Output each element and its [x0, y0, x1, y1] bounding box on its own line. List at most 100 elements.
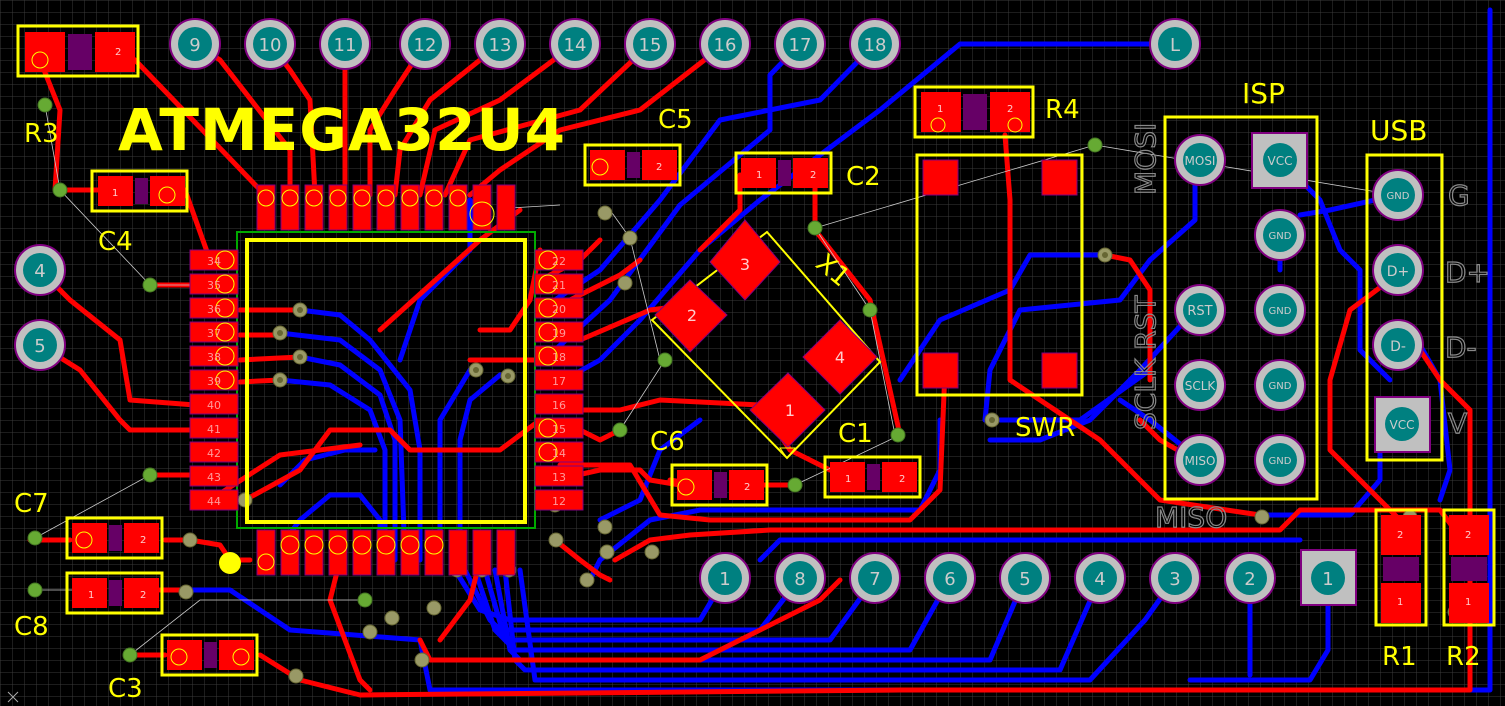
header-pin[interactable]: 18 — [849, 18, 901, 70]
pad-number: 1 — [1397, 597, 1403, 608]
capacitor-c1[interactable]: 1 2 — [823, 455, 922, 499]
label-r3: R3 — [24, 119, 59, 149]
capacitor-c4[interactable]: 1 — [90, 169, 189, 213]
pin-label: 16 — [714, 35, 737, 56]
header-pin[interactable]: 5 — [999, 552, 1051, 604]
resistor-r3[interactable]: 2 — [16, 24, 140, 78]
ic-pin-number: 41 — [207, 423, 221, 436]
header-pin[interactable]: 9 — [169, 18, 221, 70]
pad-number: 2 — [115, 47, 121, 58]
header-top: 9 10 11 12 13 14 15 16 17 18 L — [169, 18, 1201, 70]
pin-label: 17 — [789, 35, 812, 56]
label-r2: R2 — [1446, 642, 1481, 672]
header-pin-square[interactable]: 1 — [1300, 549, 1357, 606]
silk-miso: MISO — [1155, 501, 1227, 534]
header-pin[interactable]: 4 — [1074, 552, 1126, 604]
ic-pin-number: 44 — [207, 495, 221, 508]
pin-label: 5 — [34, 336, 45, 357]
header-pin[interactable]: 13 — [474, 18, 526, 70]
label-c2: C2 — [846, 162, 881, 192]
usb-pad-vcc[interactable]: VCC — [1374, 396, 1431, 453]
capacitor-c7[interactable]: 2 — [65, 516, 164, 560]
pad-number: 1 — [845, 474, 851, 485]
header-pin[interactable]: 2 — [1224, 552, 1276, 604]
header-pin[interactable]: 12 — [399, 18, 451, 70]
ic-pin-number: 13 — [552, 471, 566, 484]
board-title: ATMEGA32U4 — [118, 96, 566, 164]
resistor-r4[interactable]: 1 2 — [913, 85, 1035, 139]
header-pin[interactable]: 11 — [319, 18, 371, 70]
isp-pad-sclk[interactable]: SCLK — [1174, 359, 1226, 411]
isp-pad-miso[interactable]: MISO — [1174, 434, 1226, 486]
isp-pad-vcc[interactable]: VCC — [1251, 132, 1308, 189]
isp-pad-label: GND — [1269, 456, 1292, 467]
header-pin[interactable]: 14 — [549, 18, 601, 70]
capacitor-c5[interactable]: 2 — [583, 143, 682, 187]
capacitor-c3[interactable] — [160, 633, 259, 677]
crystal-pad-number: 2 — [687, 306, 697, 325]
ic-atmega32u4[interactable]: 34 35 36 37 38 39 40 41 42 43 44 22 21 2… — [189, 184, 584, 576]
pad-number: 1 — [937, 104, 943, 115]
isp-header[interactable]: MOSI VCC GND RST GND SCLK GND MISO GND — [1163, 115, 1319, 501]
usb-header[interactable]: GND D+ D- VCC — [1365, 153, 1444, 462]
usb-pad-label: VCC — [1390, 418, 1415, 432]
capacitor-c2[interactable]: 1 2 — [734, 151, 833, 195]
header-pin[interactable]: 8 — [774, 552, 826, 604]
isp-pad-rst[interactable]: RST — [1174, 284, 1226, 336]
header-pin[interactable]: 17 — [774, 18, 826, 70]
pad-number: 1 — [112, 188, 118, 199]
ic-pin-number: 14 — [552, 447, 566, 460]
ic-pin-number: 22 — [552, 255, 566, 268]
header-pin-l[interactable]: L — [1149, 18, 1201, 70]
isp-pad-label: GND — [1269, 306, 1292, 317]
pad-number: 1 — [1465, 597, 1471, 608]
crystal-x1[interactable]: 3 2 4 1 — [650, 219, 882, 460]
label-c7: C7 — [14, 489, 49, 519]
header-pin[interactable]: 5 — [14, 319, 66, 371]
isp-pad-gnd[interactable]: GND — [1254, 359, 1306, 411]
label-usb: USB — [1370, 114, 1427, 147]
isp-pad-label: RST — [1187, 304, 1212, 319]
isp-pad-mosi[interactable]: MOSI — [1174, 134, 1226, 186]
label-r4: R4 — [1045, 95, 1080, 125]
isp-pad-label: VCC — [1268, 154, 1293, 168]
isp-pad-gnd[interactable]: GND — [1254, 209, 1306, 261]
resistor-r2[interactable]: 2 1 — [1442, 508, 1496, 627]
header-bottom: 1 8 7 6 5 4 3 2 1 — [699, 549, 1357, 606]
pin-label: 13 — [489, 35, 512, 56]
pad-number: 2 — [140, 590, 146, 601]
ic-pin-number: 34 — [207, 255, 221, 268]
switch-swr[interactable] — [915, 153, 1084, 397]
header-pin[interactable]: 7 — [849, 552, 901, 604]
resistor-r1[interactable]: 2 1 — [1374, 508, 1428, 627]
capacitor-c6[interactable]: 2 — [670, 463, 769, 507]
header-pin[interactable]: 15 — [624, 18, 676, 70]
ic-pin-number: 39 — [207, 375, 221, 388]
ic-pin-drills — [215, 189, 558, 571]
pin-label: 15 — [639, 35, 662, 56]
header-pin[interactable]: 1 — [699, 552, 751, 604]
pin-label: 12 — [414, 35, 437, 56]
usb-pad-dplus[interactable]: D+ — [1372, 244, 1424, 296]
header-pin[interactable]: 10 — [244, 18, 296, 70]
ic-pin-number: 38 — [207, 351, 221, 364]
header-pin[interactable]: 4 — [14, 244, 66, 296]
usb-pad-gnd[interactable]: GND — [1372, 169, 1424, 221]
grey-silk-labels: G D+ D- V MISO MOSI SCLK RST — [1128, 122, 1490, 534]
pad-number: 2 — [1007, 104, 1013, 115]
ic-pins-left — [189, 249, 239, 511]
crystal-pad-number: 1 — [785, 401, 795, 420]
header-pin[interactable]: 3 — [1149, 552, 1201, 604]
isp-pad-gnd[interactable]: GND — [1254, 434, 1306, 486]
isp-pad-gnd[interactable]: GND — [1254, 284, 1306, 336]
header-left: 4 5 — [14, 244, 66, 371]
usb-side-label: V — [1448, 407, 1467, 440]
usb-pad-dminus[interactable]: D- — [1372, 319, 1424, 371]
capacitor-c8[interactable]: 1 2 — [65, 571, 164, 615]
header-pin[interactable]: 6 — [924, 552, 976, 604]
origin-marker — [7, 691, 19, 703]
ic-pin-number: 16 — [552, 399, 566, 412]
label-c4: C4 — [98, 227, 133, 257]
header-pin[interactable]: 16 — [699, 18, 751, 70]
crystal-pad-number: 4 — [835, 348, 845, 367]
